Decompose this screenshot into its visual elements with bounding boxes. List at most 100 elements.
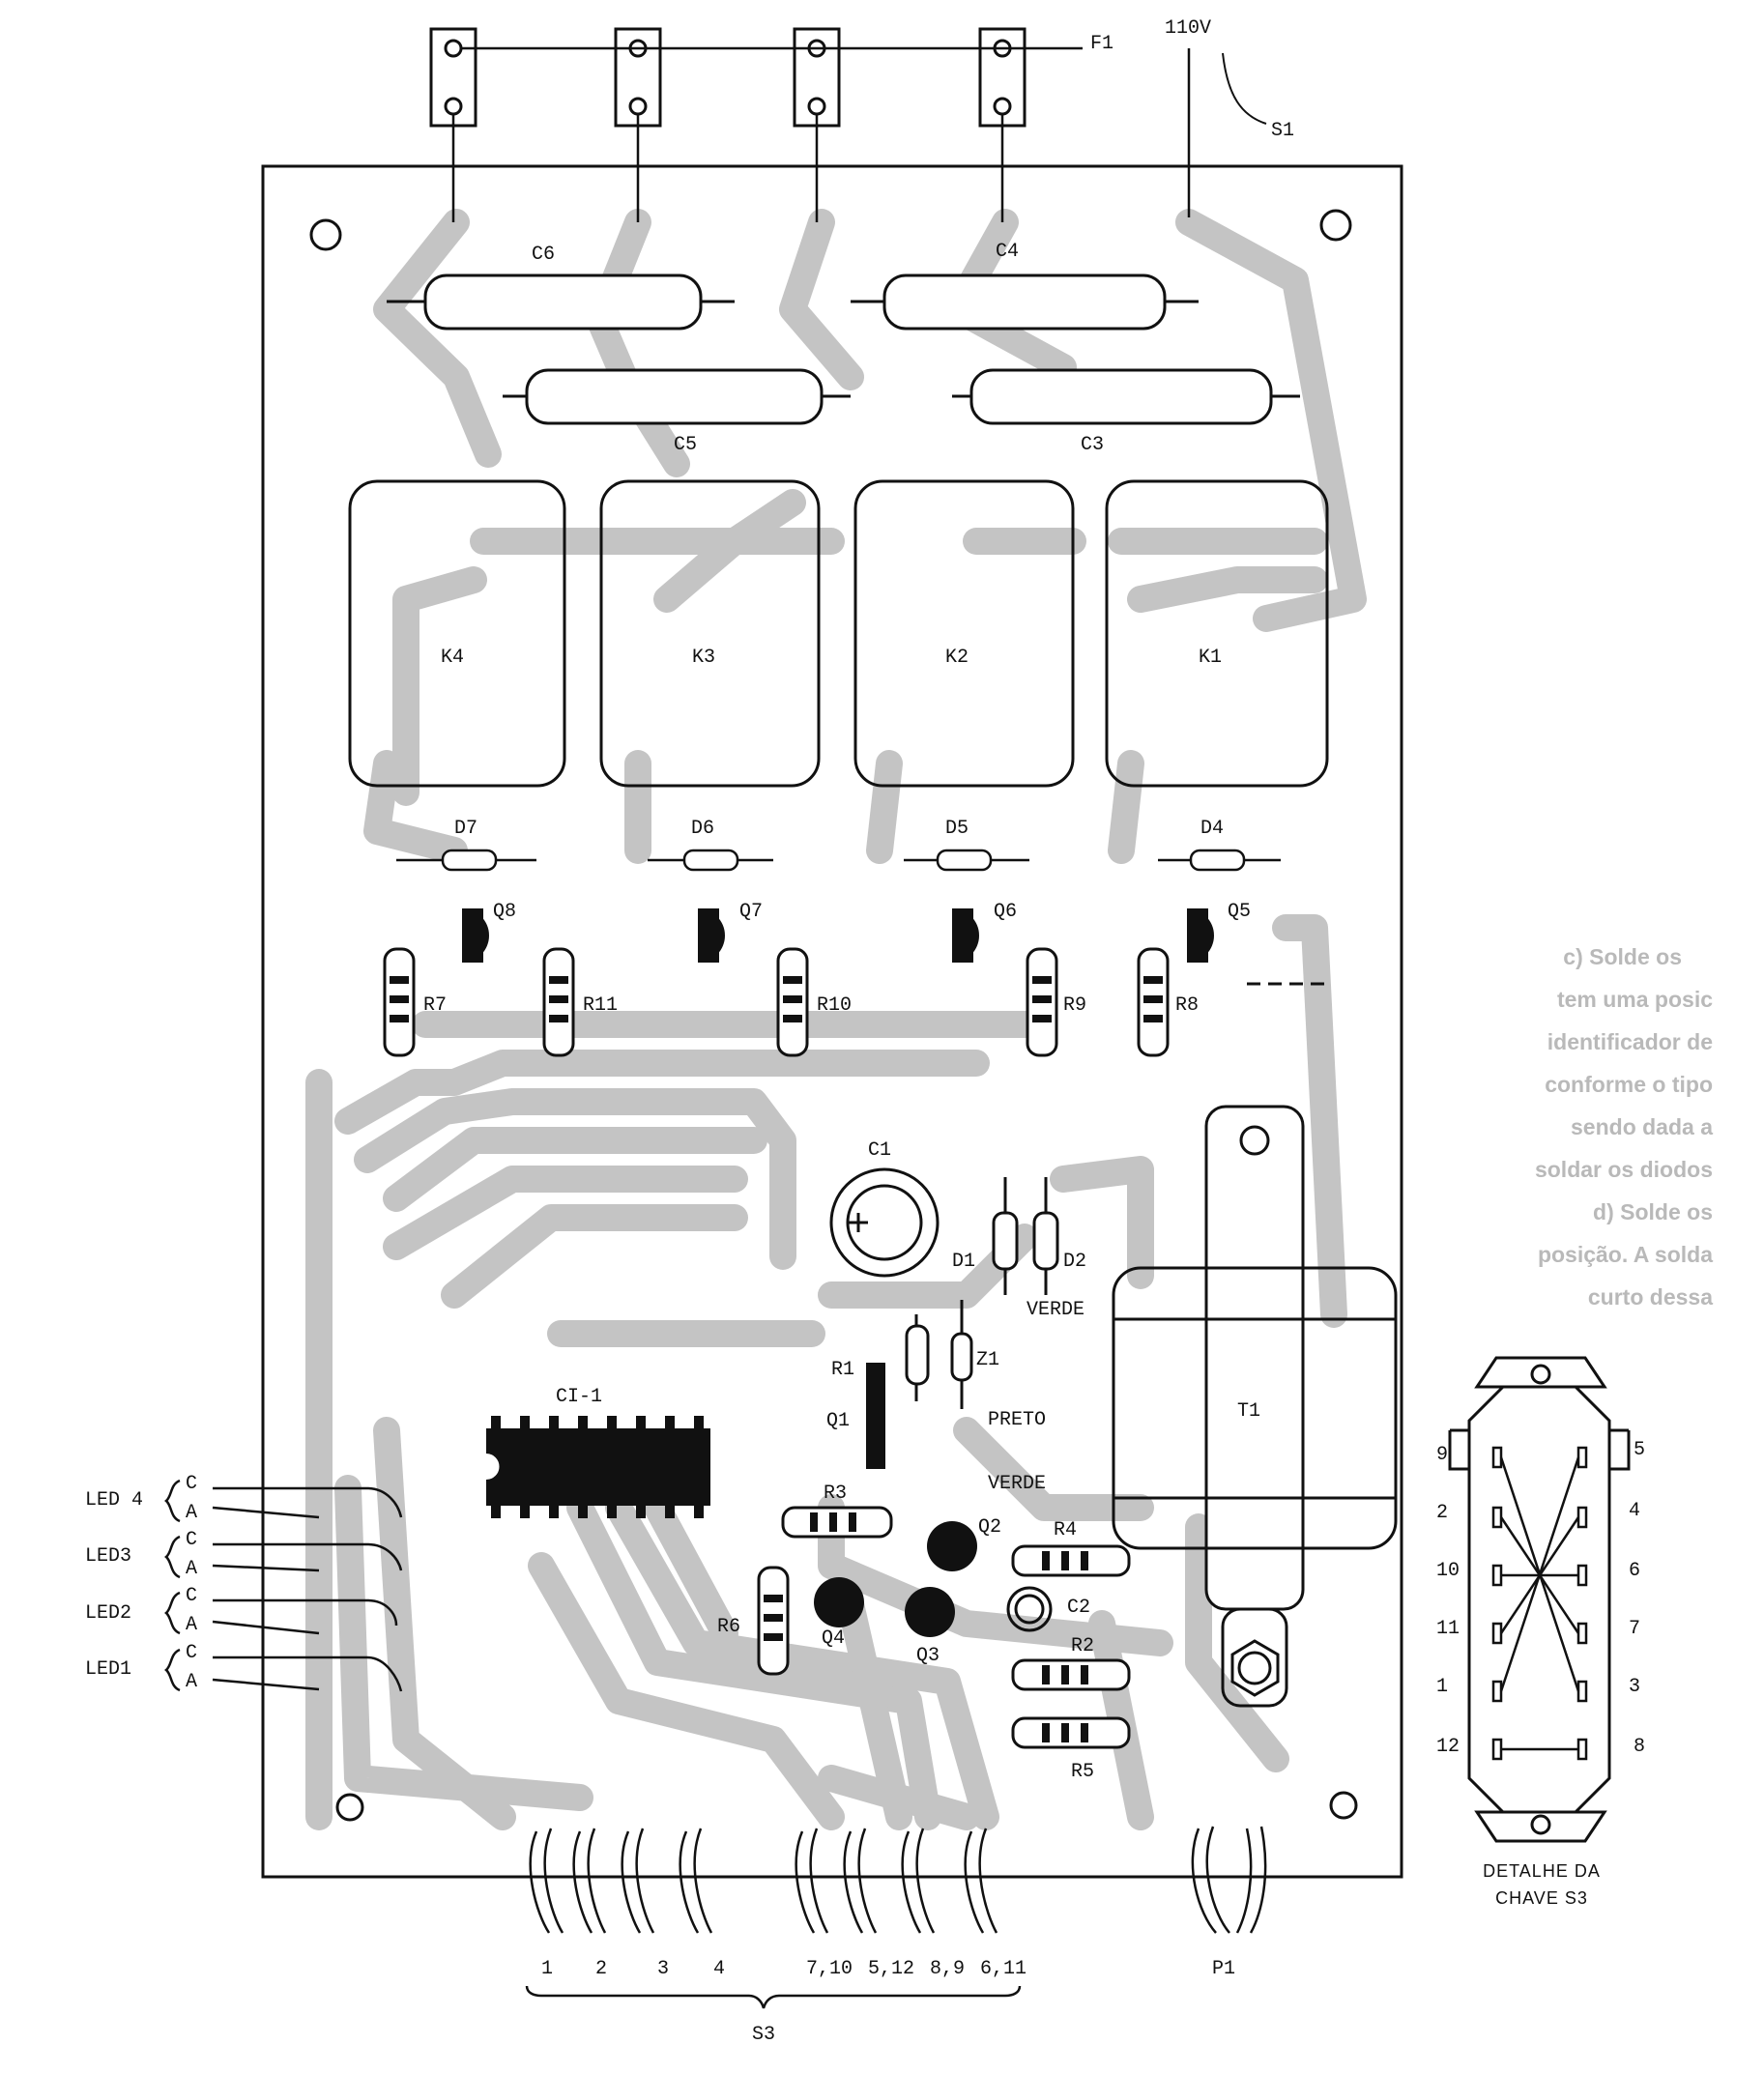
pin-label: 6 (1629, 1560, 1640, 1582)
led3-label: LED3 (85, 1545, 131, 1568)
s1-label: S1 (1271, 120, 1294, 142)
pad-1: 1 (541, 1958, 553, 1980)
k1-label: K1 (1199, 647, 1222, 669)
pin-label: 1 (1436, 1676, 1448, 1698)
relays (348, 479, 1329, 788)
relay-diodes (396, 849, 1281, 872)
led3-c: C (186, 1529, 197, 1551)
bleed-line: d) Solde os (1593, 1199, 1713, 1224)
wire-color-3: VERDE (988, 1473, 1046, 1495)
r3-label: R3 (824, 1483, 847, 1505)
led4-a: A (186, 1502, 197, 1524)
r8-label: R8 (1175, 994, 1199, 1017)
transformer-t1 (1112, 1105, 1398, 1708)
bleed-line: curto dessa (1588, 1284, 1713, 1310)
voltage-label: 110V (1165, 17, 1211, 40)
r2-label: R2 (1071, 1635, 1094, 1657)
bleed-line: sendo dada a (1571, 1114, 1713, 1139)
wire-color-2: PRETO (988, 1409, 1046, 1431)
q8-label: Q8 (493, 901, 516, 923)
led1-label: LED1 (85, 1658, 131, 1681)
c4-label: C4 (996, 241, 1019, 263)
q2-label: Q2 (978, 1516, 1001, 1539)
bleed-line: posição. A solda (1538, 1242, 1713, 1267)
pin-label: 11 (1436, 1618, 1460, 1640)
led3-a: A (186, 1558, 197, 1580)
c1-label: C1 (868, 1139, 891, 1162)
pad-6-11: 6,11 (980, 1958, 1027, 1980)
q4-label: Q4 (822, 1627, 845, 1650)
q7-label: Q7 (739, 901, 763, 923)
switch-s3-detail (1448, 1356, 1631, 1843)
r5-label: R5 (1071, 1761, 1094, 1783)
bleed-text: c) Solde os tem uma posic identificador … (1535, 944, 1713, 1310)
ic-ci1 (485, 1428, 710, 1506)
pad-5-12: 5,12 (868, 1958, 914, 1980)
r11-label: R11 (583, 994, 618, 1017)
switch-pin-labels-left: 9 2 10 11 1 12 (1436, 1444, 1460, 1758)
ic-pins (491, 1416, 704, 1518)
q3-label: Q3 (916, 1645, 940, 1667)
d6-label: D6 (691, 818, 714, 840)
pin-label: 10 (1436, 1560, 1460, 1582)
bleed-line: tem uma posic (1557, 987, 1713, 1012)
pin-label: 3 (1629, 1676, 1640, 1698)
bleed-line: c) Solde os (1563, 944, 1682, 969)
pad-2: 2 (595, 1958, 607, 1980)
horizontal-resistor-bands (810, 1512, 1088, 1742)
d4-label: D4 (1200, 818, 1224, 840)
q6-label: Q6 (994, 901, 1017, 923)
c2-capacitor (1006, 1586, 1053, 1632)
switch-pin-labels-right: 5 4 6 7 3 8 (1629, 1439, 1645, 1758)
q5-label: Q5 (1228, 901, 1251, 923)
switch-caption-1: DETALHE DA (1483, 1861, 1601, 1881)
led1-a: A (186, 1671, 197, 1693)
top-terminals (429, 27, 1267, 222)
pin-label: 12 (1436, 1736, 1460, 1758)
pin-label: 4 (1629, 1500, 1640, 1522)
c6-label: C6 (532, 244, 555, 266)
d1-label: D1 (952, 1251, 975, 1273)
pad-7-10: 7,10 (806, 1958, 853, 1980)
q1-transistor (866, 1363, 885, 1469)
led-braces (164, 1479, 181, 1692)
d5-label: D5 (945, 818, 969, 840)
r10-label: R10 (817, 994, 852, 1017)
k4-label: K4 (441, 647, 464, 669)
d2-label: D2 (1063, 1251, 1086, 1273)
pin-label: 5 (1634, 1439, 1645, 1461)
led-wires (212, 1486, 403, 1692)
wire-color-1: VERDE (1027, 1299, 1084, 1321)
mounting-holes (309, 209, 1358, 1822)
q1-label: Q1 (826, 1410, 850, 1432)
bleed-line: soldar os diodos (1535, 1157, 1713, 1182)
f1-label: F1 (1090, 33, 1113, 55)
small-transistors (814, 1521, 977, 1637)
bottom-wires (529, 1826, 1267, 1934)
led2-c: C (186, 1585, 197, 1607)
led4-label: LED 4 (85, 1489, 143, 1512)
copper-traces (305, 209, 1367, 1830)
p1-label: P1 (1212, 1958, 1235, 1980)
pin-label: 9 (1436, 1444, 1448, 1466)
pad-4: 4 (713, 1958, 725, 1980)
r9-label: R9 (1063, 994, 1086, 1017)
pin-label: 2 (1436, 1502, 1448, 1524)
resistor-bands (390, 976, 1163, 1641)
pin-label: 7 (1629, 1618, 1640, 1640)
r1-z1-q1 (905, 1300, 973, 1409)
k2-label: K2 (945, 647, 969, 669)
pcb-board (261, 164, 1403, 1879)
driver-transistors (462, 908, 1214, 963)
led4-c: C (186, 1473, 197, 1495)
rectifier-diodes (992, 1177, 1059, 1295)
bleed-line: identificador de (1547, 1029, 1713, 1054)
pad-3: 3 (657, 1958, 669, 1980)
r6-label: R6 (717, 1616, 740, 1638)
pad-8-9: 8,9 (930, 1958, 965, 1980)
switch-contacts (1491, 1446, 1588, 1761)
led1-c: C (186, 1642, 197, 1664)
s3-pad-labels: 1 2 3 4 7,10 5,12 8,9 6,11 (541, 1958, 1027, 1980)
k3-label: K3 (692, 647, 715, 669)
c2-label: C2 (1067, 1597, 1090, 1619)
